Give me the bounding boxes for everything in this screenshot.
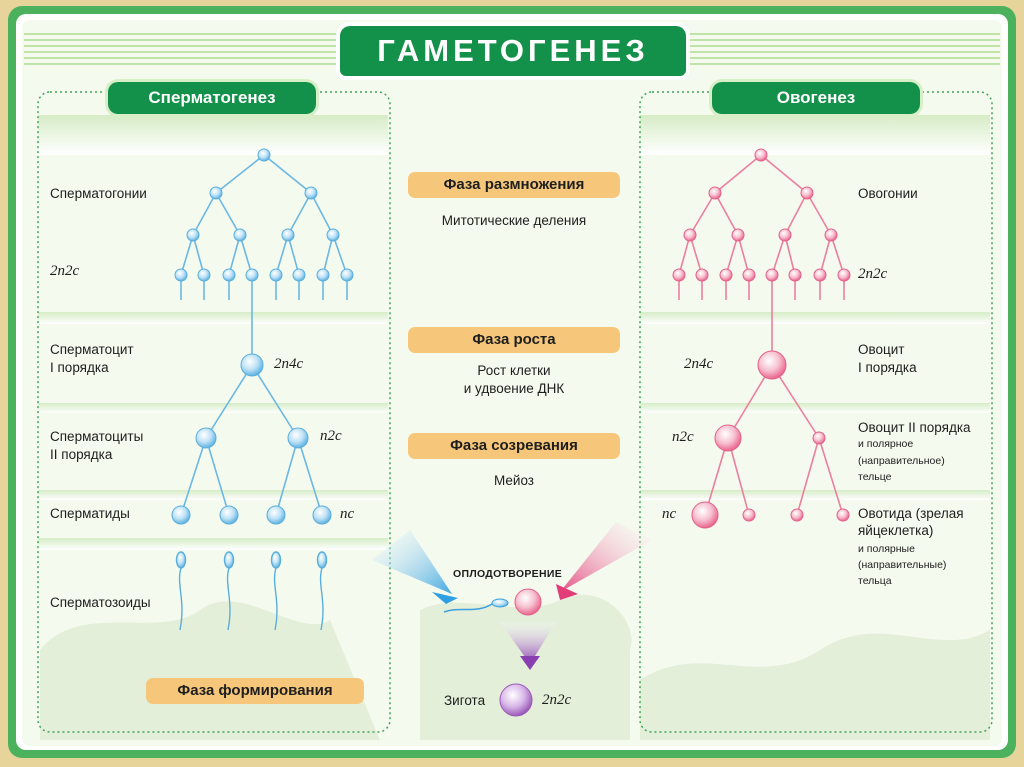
spermatids-ploidy: nc bbox=[340, 506, 354, 523]
maturation-description: Мейоз bbox=[400, 472, 628, 490]
spermatogonia-ploidy: 2n2c bbox=[50, 263, 79, 280]
oogenesis-title: Овогенез bbox=[712, 82, 920, 114]
growth-phase-badge: Фаза роста bbox=[408, 327, 620, 353]
oogonia-ploidy: 2n2c bbox=[858, 266, 887, 283]
spermatogenesis-title: Сперматогенез bbox=[108, 82, 316, 114]
ootid-ploidy: nc bbox=[662, 506, 676, 523]
spermatogonia-label: Сперматогонии bbox=[50, 185, 147, 202]
ootid-label-line1: Овотида (зрелая bbox=[858, 505, 964, 522]
spermatocyte1-ploidy: 2n4c bbox=[274, 356, 303, 373]
spermatocyte1-label-line2: I порядка bbox=[50, 359, 109, 376]
spermatids-label: Сперматиды bbox=[50, 505, 130, 522]
page-title: ГАМЕТОГЕНЕЗ bbox=[340, 26, 686, 76]
polar-body1-line2: (направительное) bbox=[858, 454, 945, 468]
zygote-ploidy: 2n2c bbox=[542, 692, 571, 709]
formation-phase-badge: Фаза формирования bbox=[146, 678, 364, 704]
ootid-label-line2: яйцеклетка) bbox=[858, 522, 933, 539]
oocyte1-ploidy: 2n4c bbox=[684, 356, 713, 373]
spermatocyte2-ploidy: n2c bbox=[320, 428, 342, 445]
multiplication-description: Митотические деления bbox=[400, 212, 628, 230]
maturation-phase-badge: Фаза созревания bbox=[408, 433, 620, 459]
growth-description-line2: и удвоение ДНК bbox=[400, 380, 628, 398]
oocyte1-label-line1: Овоцит bbox=[858, 341, 905, 358]
oogonia-label: Овогонии bbox=[858, 185, 918, 202]
polar-bodies2-line1: и полярные bbox=[858, 542, 915, 556]
oocyte2-ploidy: n2c bbox=[672, 429, 694, 446]
zygote-label: Зигота bbox=[444, 692, 485, 709]
polar-bodies2-line3: тельца bbox=[858, 574, 892, 588]
polar-bodies2-line2: (направительные) bbox=[858, 558, 946, 572]
spermatozoa-label: Сперматозоиды bbox=[50, 594, 151, 611]
growth-description-line1: Рост клетки bbox=[400, 362, 628, 380]
polar-body1-line1: и полярное bbox=[858, 437, 913, 451]
oocyte2-label: Овоцит II порядка bbox=[858, 419, 971, 436]
egg-cell bbox=[515, 589, 541, 615]
polar-body1-line3: тельце bbox=[858, 470, 892, 484]
oocyte1-label-line2: I порядка bbox=[858, 359, 917, 376]
spermatocyte2-label-line2: II порядка bbox=[50, 446, 112, 463]
multiplication-phase-badge: Фаза размножения bbox=[408, 172, 620, 198]
spermatocyte1-label-line1: Сперматоцит bbox=[50, 341, 134, 358]
spermatocyte2-label-line1: Сперматоциты bbox=[50, 428, 143, 445]
zygote-cell bbox=[500, 684, 532, 716]
fertilization-label: ОПЛОДОТВОРЕНИЕ bbox=[453, 568, 562, 580]
